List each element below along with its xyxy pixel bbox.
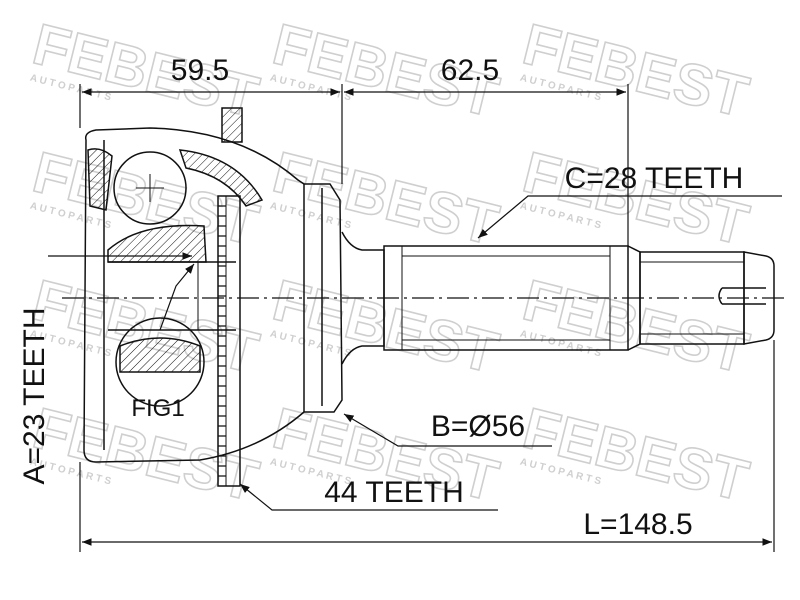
outer-housing [83,127,343,463]
dim-overall-length-label: L=148.5 [583,508,692,541]
dim-shaft-length-label: 62.5 [441,54,499,87]
callout-seal-diameter-label: B=Ø56 [431,410,525,443]
watermark-brand: FEBEST [517,12,755,130]
dimension-lines [48,84,782,552]
leader-b-diameter [343,413,552,447]
watermark-brand: FEBEST [517,396,755,514]
dim-housing-length-label: 59.5 [171,54,229,87]
housing-section-left [87,148,113,211]
leader-fig1 [159,263,195,331]
watermark-brand: FEBEST [267,268,505,386]
callout-outer-spline-label: C=28 TEETH [565,162,744,195]
upper-ball [113,151,187,225]
watermark-brand: FEBEST [267,140,505,258]
callout-abs-ring-label: 44 TEETH [324,476,464,509]
watermark-brand: FEBEST [517,140,755,258]
inner-race-section-lower [119,337,201,373]
leader-c-teeth [477,195,782,239]
abs-ring-teeth [218,205,226,477]
cv-joint-part [83,107,775,487]
callout-inner-spline-label: A=23 TEETH [18,307,51,484]
watermark-layer: FEBEST A U T O P A R T S FEBEST A U T O … [26,11,755,515]
abs-ring [217,195,241,487]
leader-44-teeth [239,483,498,511]
top-boss [221,107,243,143]
shaft-end-slot [718,287,766,305]
lower-ball [115,317,205,407]
inner-race-section-upper [107,224,207,263]
shaft-end [743,251,775,345]
housing-section-upper [178,149,264,207]
watermark-brand: FEBEST [517,268,755,386]
figure-reference-label: FIG1 [131,395,184,422]
